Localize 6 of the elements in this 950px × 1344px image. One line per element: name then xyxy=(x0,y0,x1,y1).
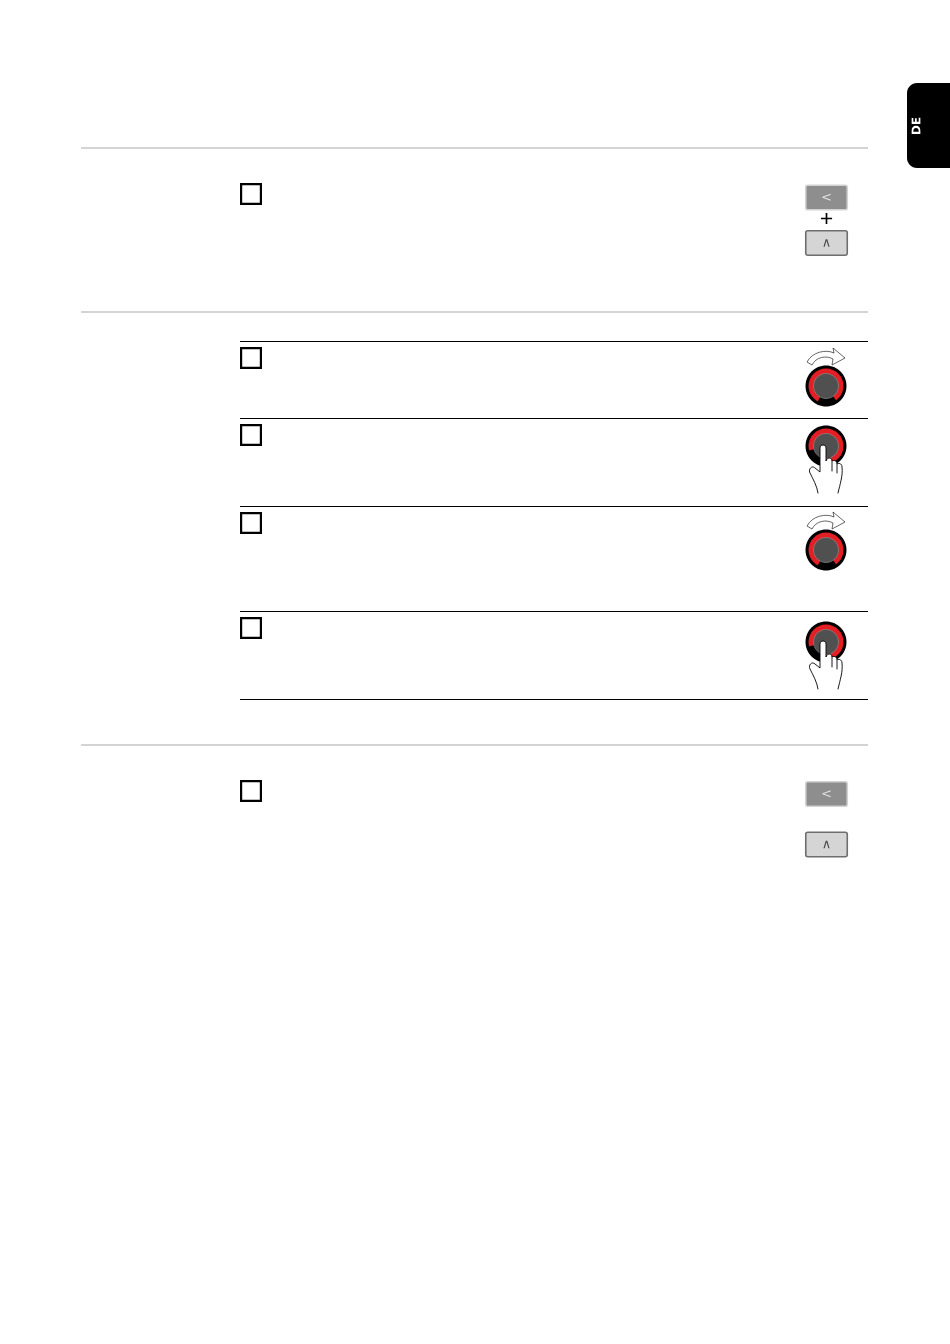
key-button: < xyxy=(804,780,849,808)
key-button: < xyxy=(804,184,849,211)
plus-sign: + xyxy=(820,212,833,225)
language-tab: DE xyxy=(907,83,950,168)
key-button: ∧ xyxy=(804,831,849,858)
key-button: ∧ xyxy=(804,229,849,257)
